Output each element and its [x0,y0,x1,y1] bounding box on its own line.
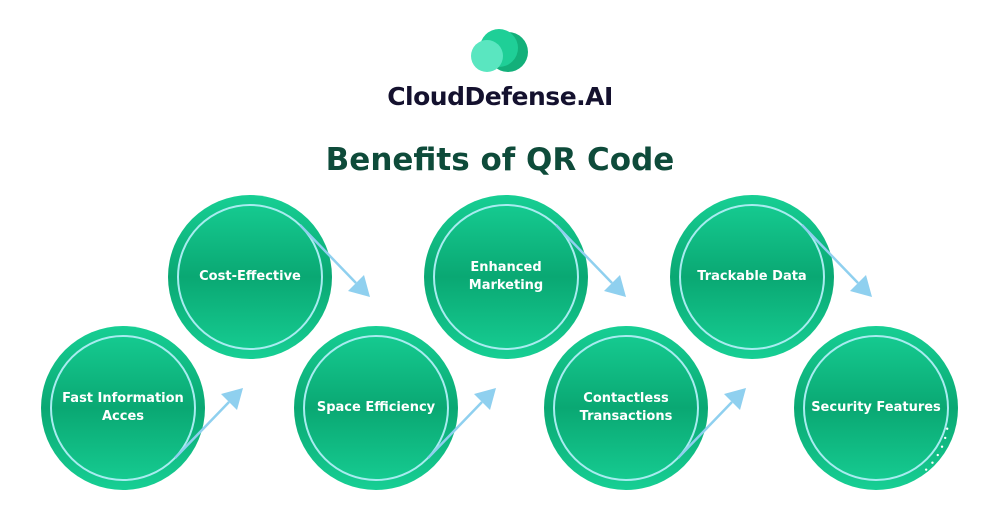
benefit-ring [177,204,323,350]
benefit-circle [294,326,458,490]
arrow-head-icon [604,275,626,297]
dot [945,427,949,430]
page-title: Benefits of QR Code [325,142,675,178]
dot [943,436,947,440]
arrow-head-icon [850,275,872,297]
benefit-ring [50,335,196,481]
dot [924,468,928,471]
benefit-ring [679,204,825,350]
cloud-logo-icon [471,29,528,72]
arrow-line [555,224,613,284]
arrow-head-icon [221,388,243,410]
benefit-circle [168,195,332,359]
benefit-circle [670,195,834,359]
arrow-line [801,224,859,284]
benefit-label: Contactless Transactions [579,391,673,424]
arrow-head-icon [348,275,370,297]
clouddefense-logo [0,28,1000,80]
benefit-label: Enhanced Marketing [468,260,544,293]
benefit-ring [433,204,579,350]
arrow-head-icon [474,388,496,410]
benefit-circle [424,195,588,359]
benefit-ring [303,335,449,481]
dot [940,445,944,448]
benefit-circle [544,326,708,490]
dot [931,461,934,464]
brand-name: CloudDefense.AI [387,82,613,111]
benefit-label: Fast Information Acces [62,391,184,424]
arrow-head-icon [724,388,746,410]
arrow-line [174,401,230,459]
benefit-label: Security Features [811,400,941,415]
benefit-circle [41,326,205,490]
arrow-line [677,401,733,459]
arrow-line [427,401,483,459]
benefit-label: Cost-Effective [199,269,301,284]
benefit-ring [803,335,949,481]
benefit-label: Space Efficiency [316,400,436,415]
benefit-circle [794,326,958,490]
dot [936,453,939,457]
benefit-label: Trackable Data [697,269,807,284]
arrow-line [299,224,357,284]
benefit-ring [553,335,699,481]
